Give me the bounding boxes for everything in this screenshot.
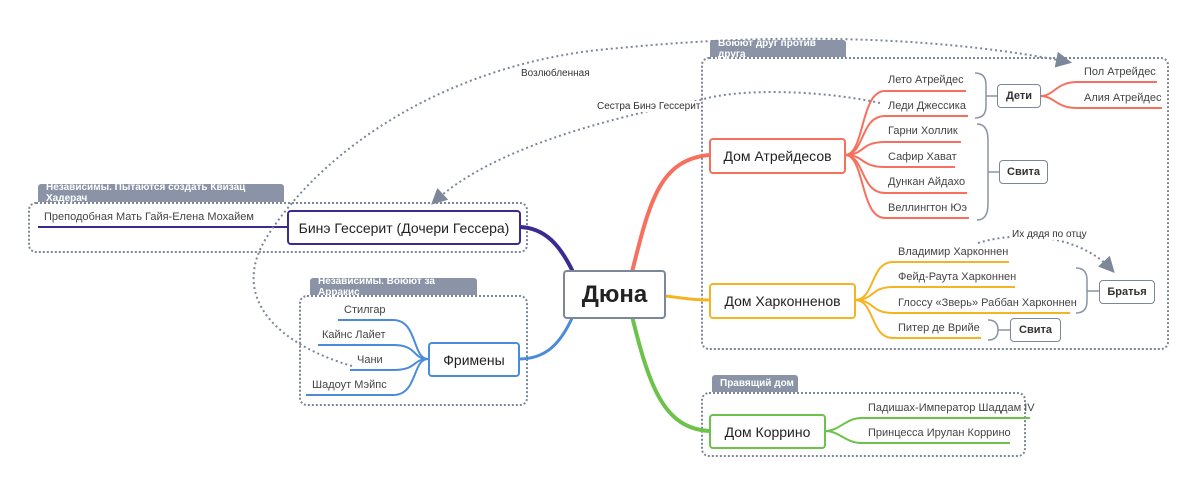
- atreides-children-summary[interactable]: Дети: [997, 84, 1041, 108]
- atreides-member[interactable]: Веллингтон Юэ: [888, 202, 968, 214]
- group-bene-label: Независимы. Пытаются создать Квизац Хаде…: [38, 182, 284, 204]
- atreides-member[interactable]: Леди Джессика: [888, 100, 966, 112]
- branch-atreides: [630, 153, 710, 273]
- atreides-member-lines: [844, 81, 1162, 219]
- atreides-child[interactable]: Пол Атрейдес: [1084, 66, 1156, 78]
- relation-label-uncle: Их дядя по отцу: [1012, 229, 1087, 240]
- atreides-member[interactable]: Гарни Холлик: [888, 125, 958, 137]
- fremen-member[interactable]: Стилгар: [344, 304, 386, 316]
- node-corrino[interactable]: Дом Коррино: [709, 414, 826, 449]
- bene-member[interactable]: Преподобная Мать Гайя-Елена Мохайем: [44, 211, 254, 223]
- group-ruling-label: Правящий дом: [712, 375, 798, 392]
- group-fremen: [299, 295, 528, 406]
- atreides-child[interactable]: Алия Атрейдес: [1084, 92, 1162, 104]
- branch-bene: [519, 225, 575, 273]
- harkonnen-brothers-summary[interactable]: Братья: [1099, 280, 1155, 304]
- branch-harkonnen: [664, 294, 710, 302]
- harkonnen-retinue-summary[interactable]: Свита: [1010, 318, 1061, 342]
- atreides-member[interactable]: Сафир Хават: [888, 151, 957, 163]
- relation-label-sister: Сестра Бинэ Гессерит: [597, 101, 701, 112]
- atreides-retinue-summary[interactable]: Свита: [999, 160, 1048, 184]
- corrino-member[interactable]: Падишах-Император Шаддам IV: [868, 402, 1035, 414]
- fremen-member[interactable]: Чани: [357, 354, 383, 366]
- node-fremen[interactable]: Фримены: [428, 342, 520, 377]
- node-bene-gesserit[interactable]: Бинэ Гессерит (Дочери Гессера): [287, 210, 521, 245]
- fremen-member[interactable]: Кайнс Лайет: [322, 329, 386, 341]
- group-war: [701, 57, 1169, 350]
- corrino-member[interactable]: Принцесса Ирулан Коррино: [868, 427, 1011, 439]
- brace-lines: [974, 72, 1099, 341]
- relation-lines: [252, 37, 1115, 367]
- group-ruling: [701, 392, 1026, 457]
- node-atreides[interactable]: Дом Атрейдесов: [709, 138, 846, 174]
- harkonnen-member[interactable]: Фейд-Раута Харконнен: [898, 271, 1017, 283]
- harkonnen-member-lines: [854, 261, 1070, 339]
- harkonnen-member[interactable]: Питер де Врийе: [898, 322, 980, 334]
- atreides-member[interactable]: Дункан Айдахо: [888, 176, 966, 188]
- harkonnen-member[interactable]: Владимир Харконнен: [898, 246, 1009, 258]
- branch-corrino: [630, 315, 710, 433]
- node-harkonnen[interactable]: Дом Харконненов: [709, 283, 856, 319]
- atreides-member[interactable]: Лето Атрейдес: [888, 74, 964, 86]
- center-node[interactable]: Дюна: [563, 270, 666, 319]
- group-war-label: Воюют друг против друга: [710, 38, 846, 60]
- group-fremen-label: Независимы. Воюют за Арракис: [310, 276, 477, 298]
- fremen-member[interactable]: Шадоут Мэйпс: [312, 379, 387, 391]
- fremen-member-lines: [306, 319, 429, 396]
- harkonnen-member[interactable]: Глоссу «Зверь» Раббан Харконнен: [898, 297, 1077, 309]
- relation-label-beloved: Возлюбленная: [521, 68, 590, 79]
- branch-fremen: [518, 315, 575, 361]
- corrino-member-lines: [824, 417, 1030, 444]
